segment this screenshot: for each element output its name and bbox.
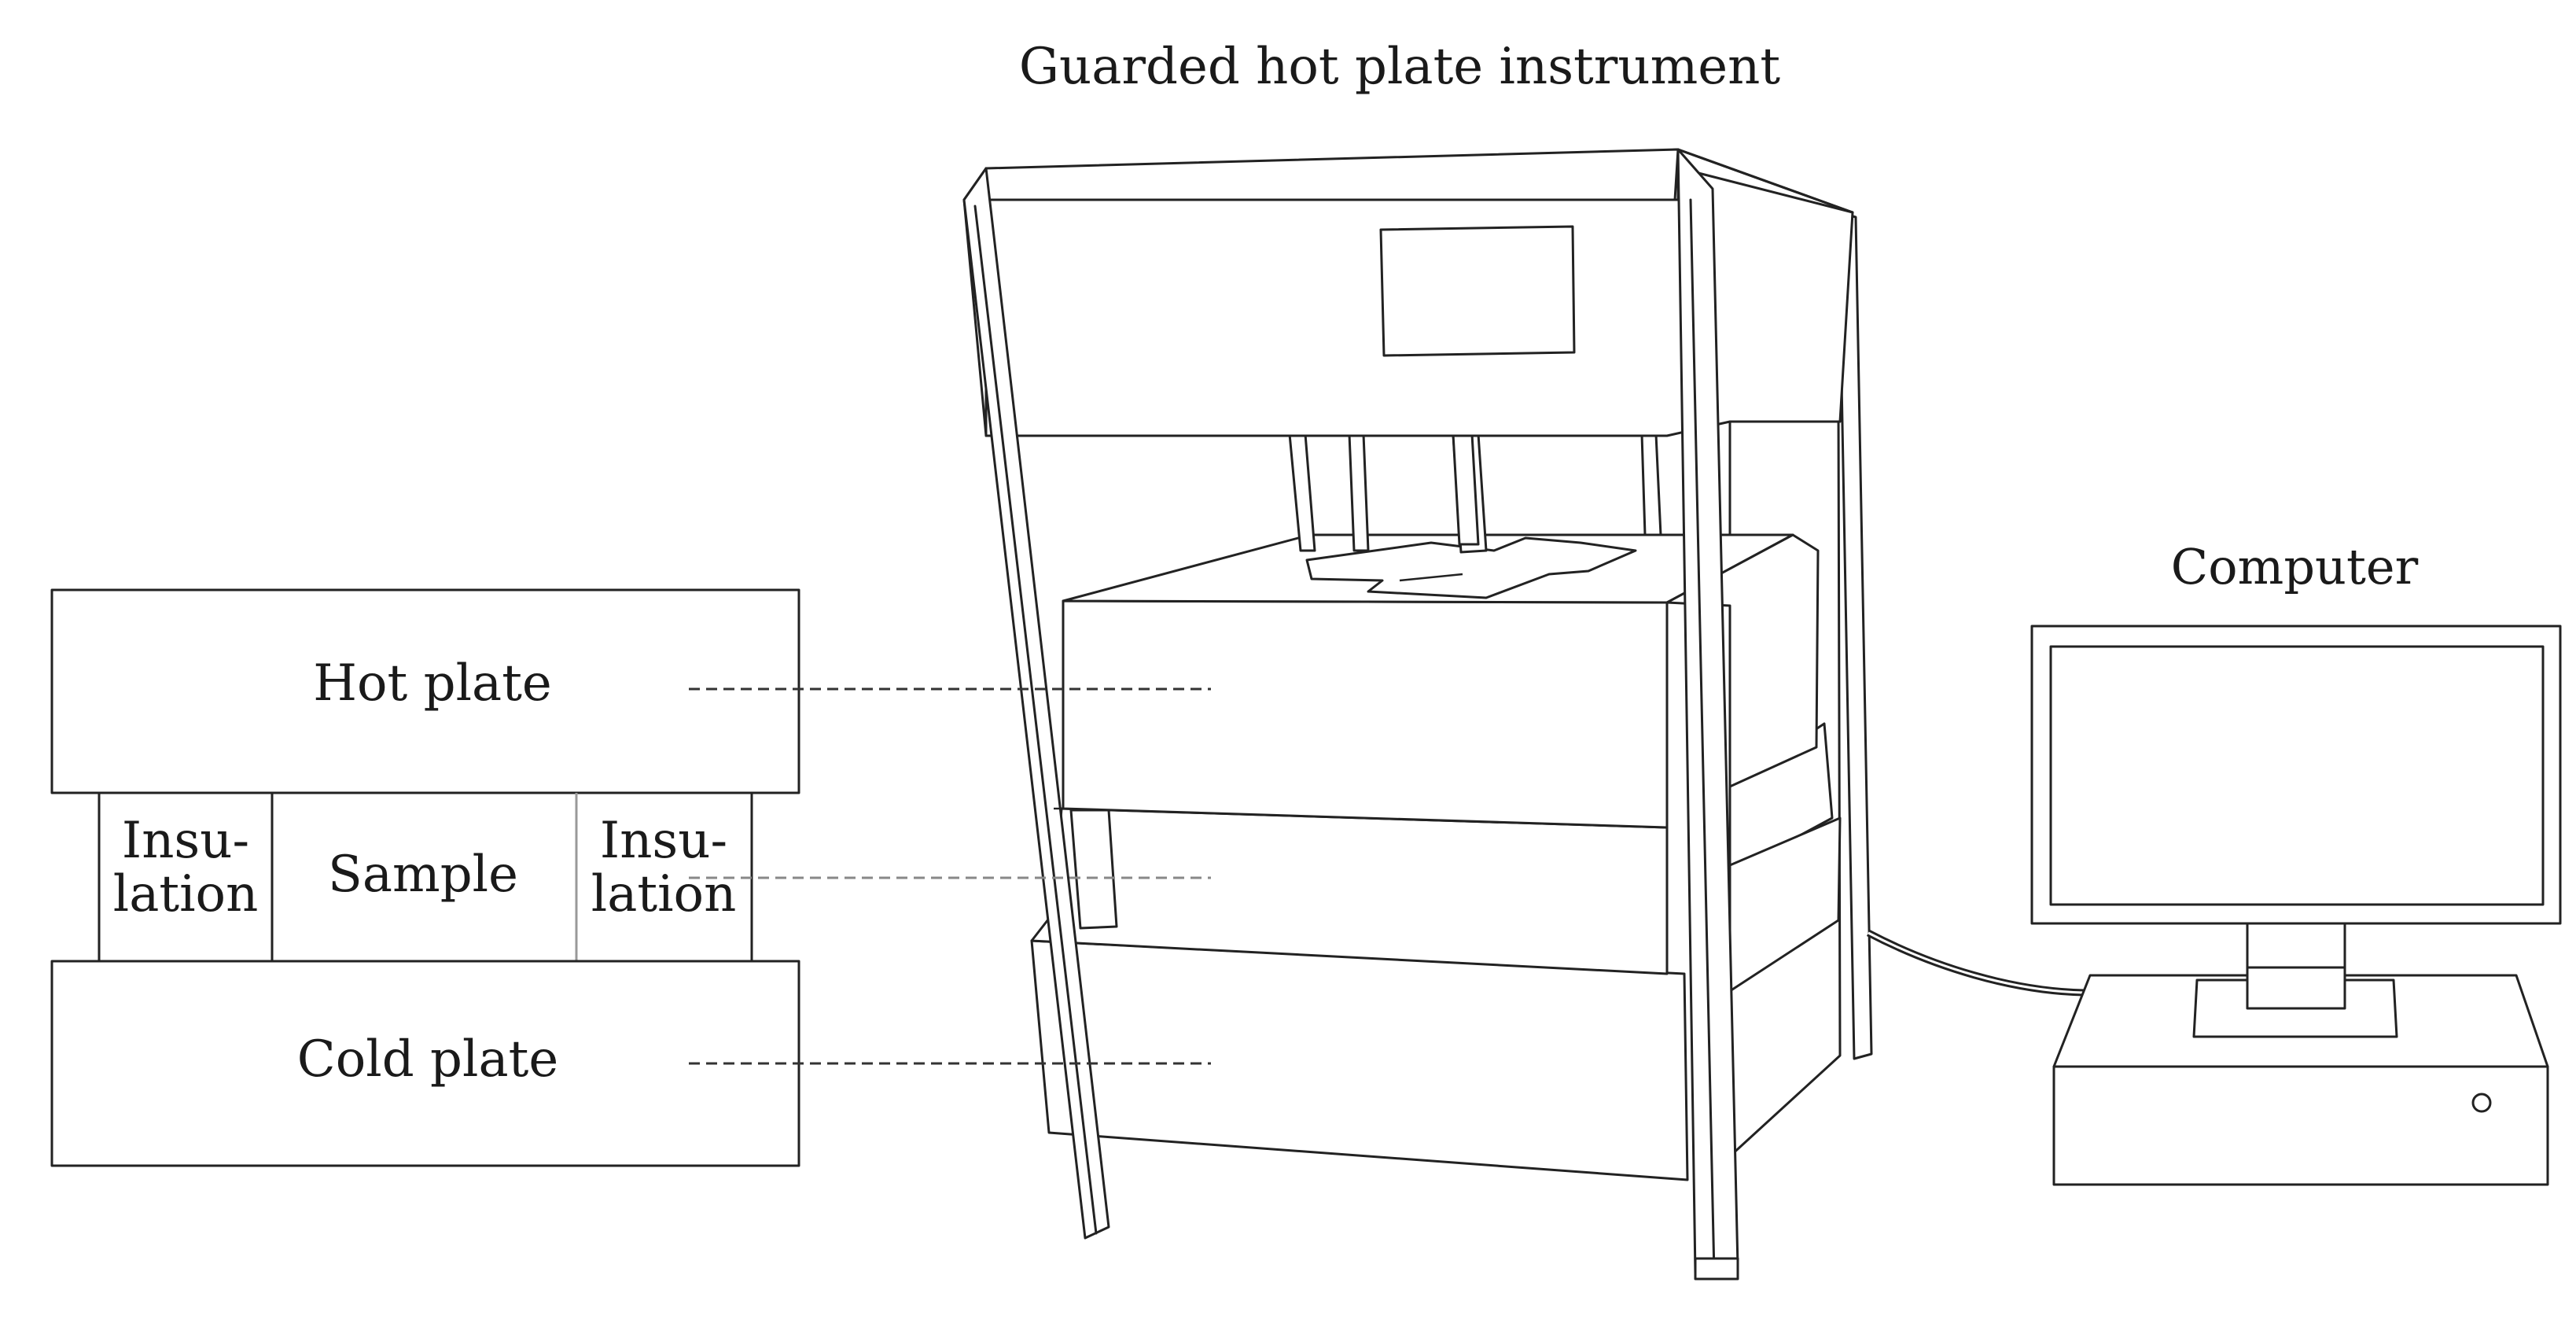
power-button-icon — [2471, 1093, 2492, 1113]
insulation-left-line2: lation — [113, 865, 259, 923]
cold-plate-box — [50, 960, 800, 1167]
cold-plate-label: Cold plate — [297, 1030, 558, 1089]
insulation-right-line2: lation — [591, 865, 737, 923]
insulation-right: Insu- lation — [591, 812, 737, 923]
plate-stack-schematic: Hot plate Insu- lation Sample Insu- lati… — [50, 588, 800, 1167]
display-panel — [1379, 225, 1576, 357]
insulation-left: Insu- lation — [113, 812, 259, 923]
instrument-title: Guarded hot plate instrument — [1019, 38, 1780, 96]
hot-plate-label: Hot plate — [313, 654, 552, 713]
computer-title: Computer — [2171, 538, 2419, 595]
insulation-right-line1: Insu- — [600, 812, 727, 870]
insulation-left-line1: Insu- — [122, 812, 249, 870]
monitor-screen — [2049, 645, 2545, 906]
desktop-computer-icon — [2030, 625, 2562, 1186]
instrument-drawing — [962, 148, 1873, 1281]
computer-case — [2052, 1065, 2549, 1186]
hot-plate-box — [50, 588, 800, 794]
sample-label: Sample — [328, 846, 518, 904]
